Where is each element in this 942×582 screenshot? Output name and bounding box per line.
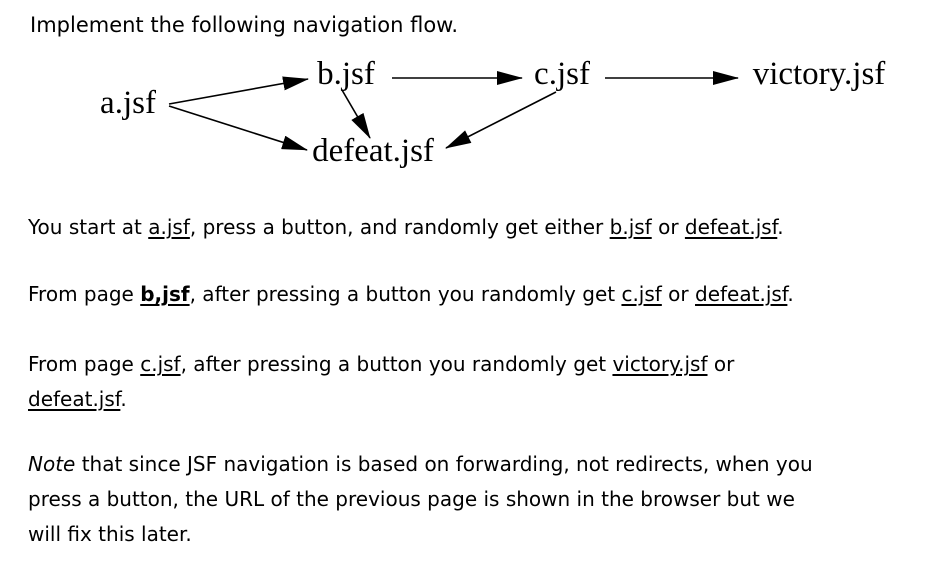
text-run: You start at (28, 215, 149, 239)
paragraph-note: Note that since JSF navigation is based … (28, 447, 813, 552)
paragraph-from-c: From page c.jsf, after pressing a button… (28, 347, 734, 417)
text-line: From page c.jsf, after pressing a button… (28, 347, 734, 382)
text-run: or (651, 215, 685, 239)
paragraph-from-b: From page b,jsf, after pressing a button… (28, 277, 794, 312)
text-run: that since JSF navigation is based on fo… (75, 452, 813, 476)
navigation-flow-diagram: a.jsf b.jsf c.jsf victory.jsf defeat.jsf (100, 56, 886, 169)
flow-node-c: c.jsf (534, 56, 590, 92)
filename-victory-jsf: victory.jsf (612, 352, 708, 376)
filename-b-jsf-bold: b,jsf (140, 282, 190, 306)
flow-node-defeat: defeat.jsf (312, 133, 434, 169)
page-title: Implement the following navigation flow. (30, 13, 459, 37)
text-run: will fix this later. (28, 522, 192, 546)
text-run: From page (28, 282, 141, 306)
filename-defeat-jsf: defeat.jsf (28, 387, 121, 411)
paragraph-start-instructions: You start at a.jsf, press a button, and … (28, 210, 784, 245)
filename-c-jsf: c.jsf (140, 352, 181, 376)
text-line: Note that since JSF navigation is based … (28, 447, 813, 482)
arrow-a-to-b (168, 76, 309, 105)
text-line: press a button, the URL of the previous … (28, 482, 813, 517)
text-run: . (120, 387, 127, 411)
filename-defeat-jsf: defeat.jsf (695, 282, 788, 306)
note-word-italic: Note (28, 452, 76, 476)
text-line: defeat.jsf. (28, 382, 734, 417)
text-run: , after pressing a button you randomly g… (189, 282, 622, 306)
filename-c-jsf: c.jsf (621, 282, 662, 306)
text-run: From page (28, 352, 141, 376)
arrow-b-to-defeat (341, 89, 371, 139)
filename-b-jsf: b.jsf (609, 215, 652, 239)
arrow-c-to-defeat (445, 91, 557, 149)
flow-node-b: b.jsf (317, 56, 375, 92)
text-run: or (661, 282, 696, 306)
text-run: , press a button, and randomly get eithe… (189, 215, 610, 239)
text-run: , after pressing a button you randomly g… (180, 352, 613, 376)
filename-a-jsf: a.jsf (148, 215, 190, 239)
flow-node-victory: victory.jsf (753, 56, 886, 92)
text-run: . (777, 215, 784, 239)
flow-node-a: a.jsf (100, 85, 156, 121)
text-run: or (707, 352, 735, 376)
filename-defeat-jsf: defeat.jsf (684, 215, 778, 239)
text-run: press a button, the URL of the previous … (28, 487, 795, 511)
text-line: will fix this later. (28, 517, 813, 552)
arrow-a-to-defeat (168, 105, 308, 151)
text-run: . (787, 282, 794, 306)
